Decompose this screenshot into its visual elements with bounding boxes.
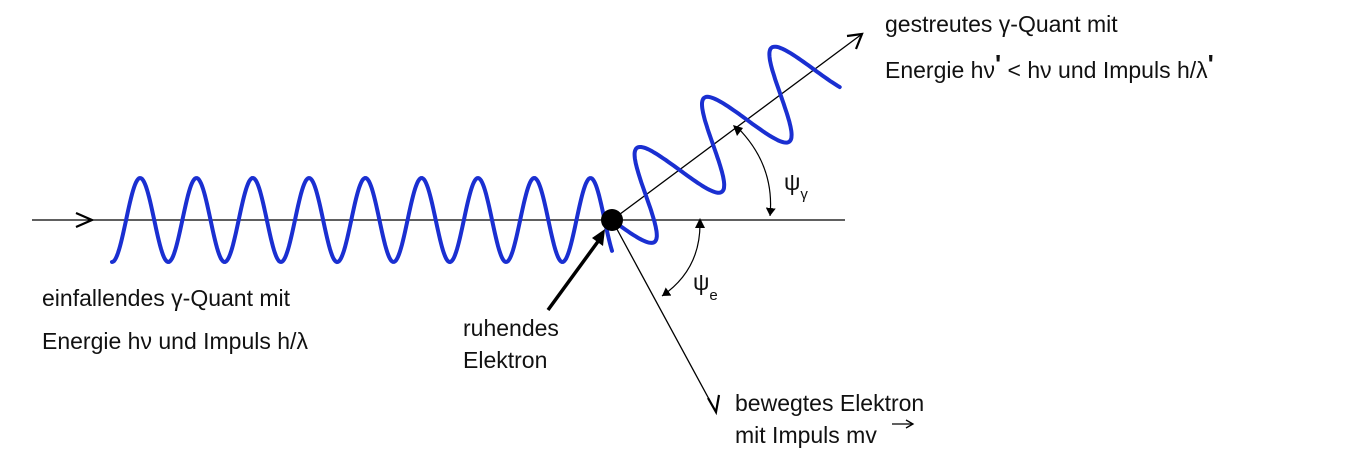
psi-symbol: ψ [784,169,800,195]
prime-mark: ' [995,49,1001,79]
rest-electron-dot [601,209,623,231]
angle-arc-psi-gamma [736,126,776,217]
prime-mark: ' [1208,49,1214,79]
incident-text-b: -Quant mit [183,285,291,311]
nu-symbol: ν [983,57,995,83]
moving-electron-label-line2: mit Impuls mv [735,422,877,448]
electron-direction-line [611,219,717,413]
incident-momentum-text: und Impuls h/ [152,328,297,354]
incident-direction-arrow [75,211,95,229]
velocity-symbol: v [865,422,877,448]
lambda-symbol: λ [296,328,308,354]
scattered-text-a: gestreutes [885,11,999,37]
angle-label-psi-e: ψe [693,269,718,304]
angle-label-psi-gamma: ψγ [784,169,808,203]
angle-arc-psi-e-start-head [695,218,705,228]
psi-symbol: ψ [693,269,709,295]
scattered-label-line1: gestreutes γ-Quant mit [885,11,1118,37]
gamma-symbol: γ [171,285,183,311]
incident-text-a: einfallendes [42,285,171,311]
nu-symbol: ν [140,328,152,354]
angle-arc-psi-gamma-start-head [733,125,743,136]
scattered-direction-arrowhead [846,32,864,50]
rest-electron-pointer-head [592,229,605,246]
incident-label-line1: einfallendes γ-Quant mit [42,285,291,311]
nu-symbol: ν [1040,57,1052,83]
scattered-energy-text: Energie h [885,57,983,83]
rest-electron-pointer-line [546,234,604,312]
scattered-gamma-wave [610,44,842,245]
moving-electron-label-line1: bewegtes Elektron [735,390,924,416]
angle-arc-psi-e [661,223,701,297]
incident-label-line2: Energie hν und Impuls h/λ [42,328,308,354]
scattered-label-line2: Energie hν' < hν und Impuls h/λ' [885,49,1214,83]
electron-direction-arrowhead [707,394,721,416]
rest-electron-label-line1: ruhendes [463,315,559,341]
gamma-subscript: γ [800,186,808,203]
rest-electron-label-line2: Elektron [463,347,547,373]
e-subscript: e [709,287,717,304]
moving-electron-momentum-text: mit Impuls m [735,422,865,448]
less-than-text: < h [1001,57,1040,83]
scattered-text-b: -Quant mit [1010,11,1118,37]
incident-gamma-wave [110,175,614,265]
velocity-vector-head [905,419,915,429]
incident-energy-text: Energie h [42,328,140,354]
lambda-symbol: λ [1196,57,1208,83]
scattered-momentum-text: und Impuls h/ [1052,57,1197,83]
gamma-symbol: γ [999,11,1011,37]
